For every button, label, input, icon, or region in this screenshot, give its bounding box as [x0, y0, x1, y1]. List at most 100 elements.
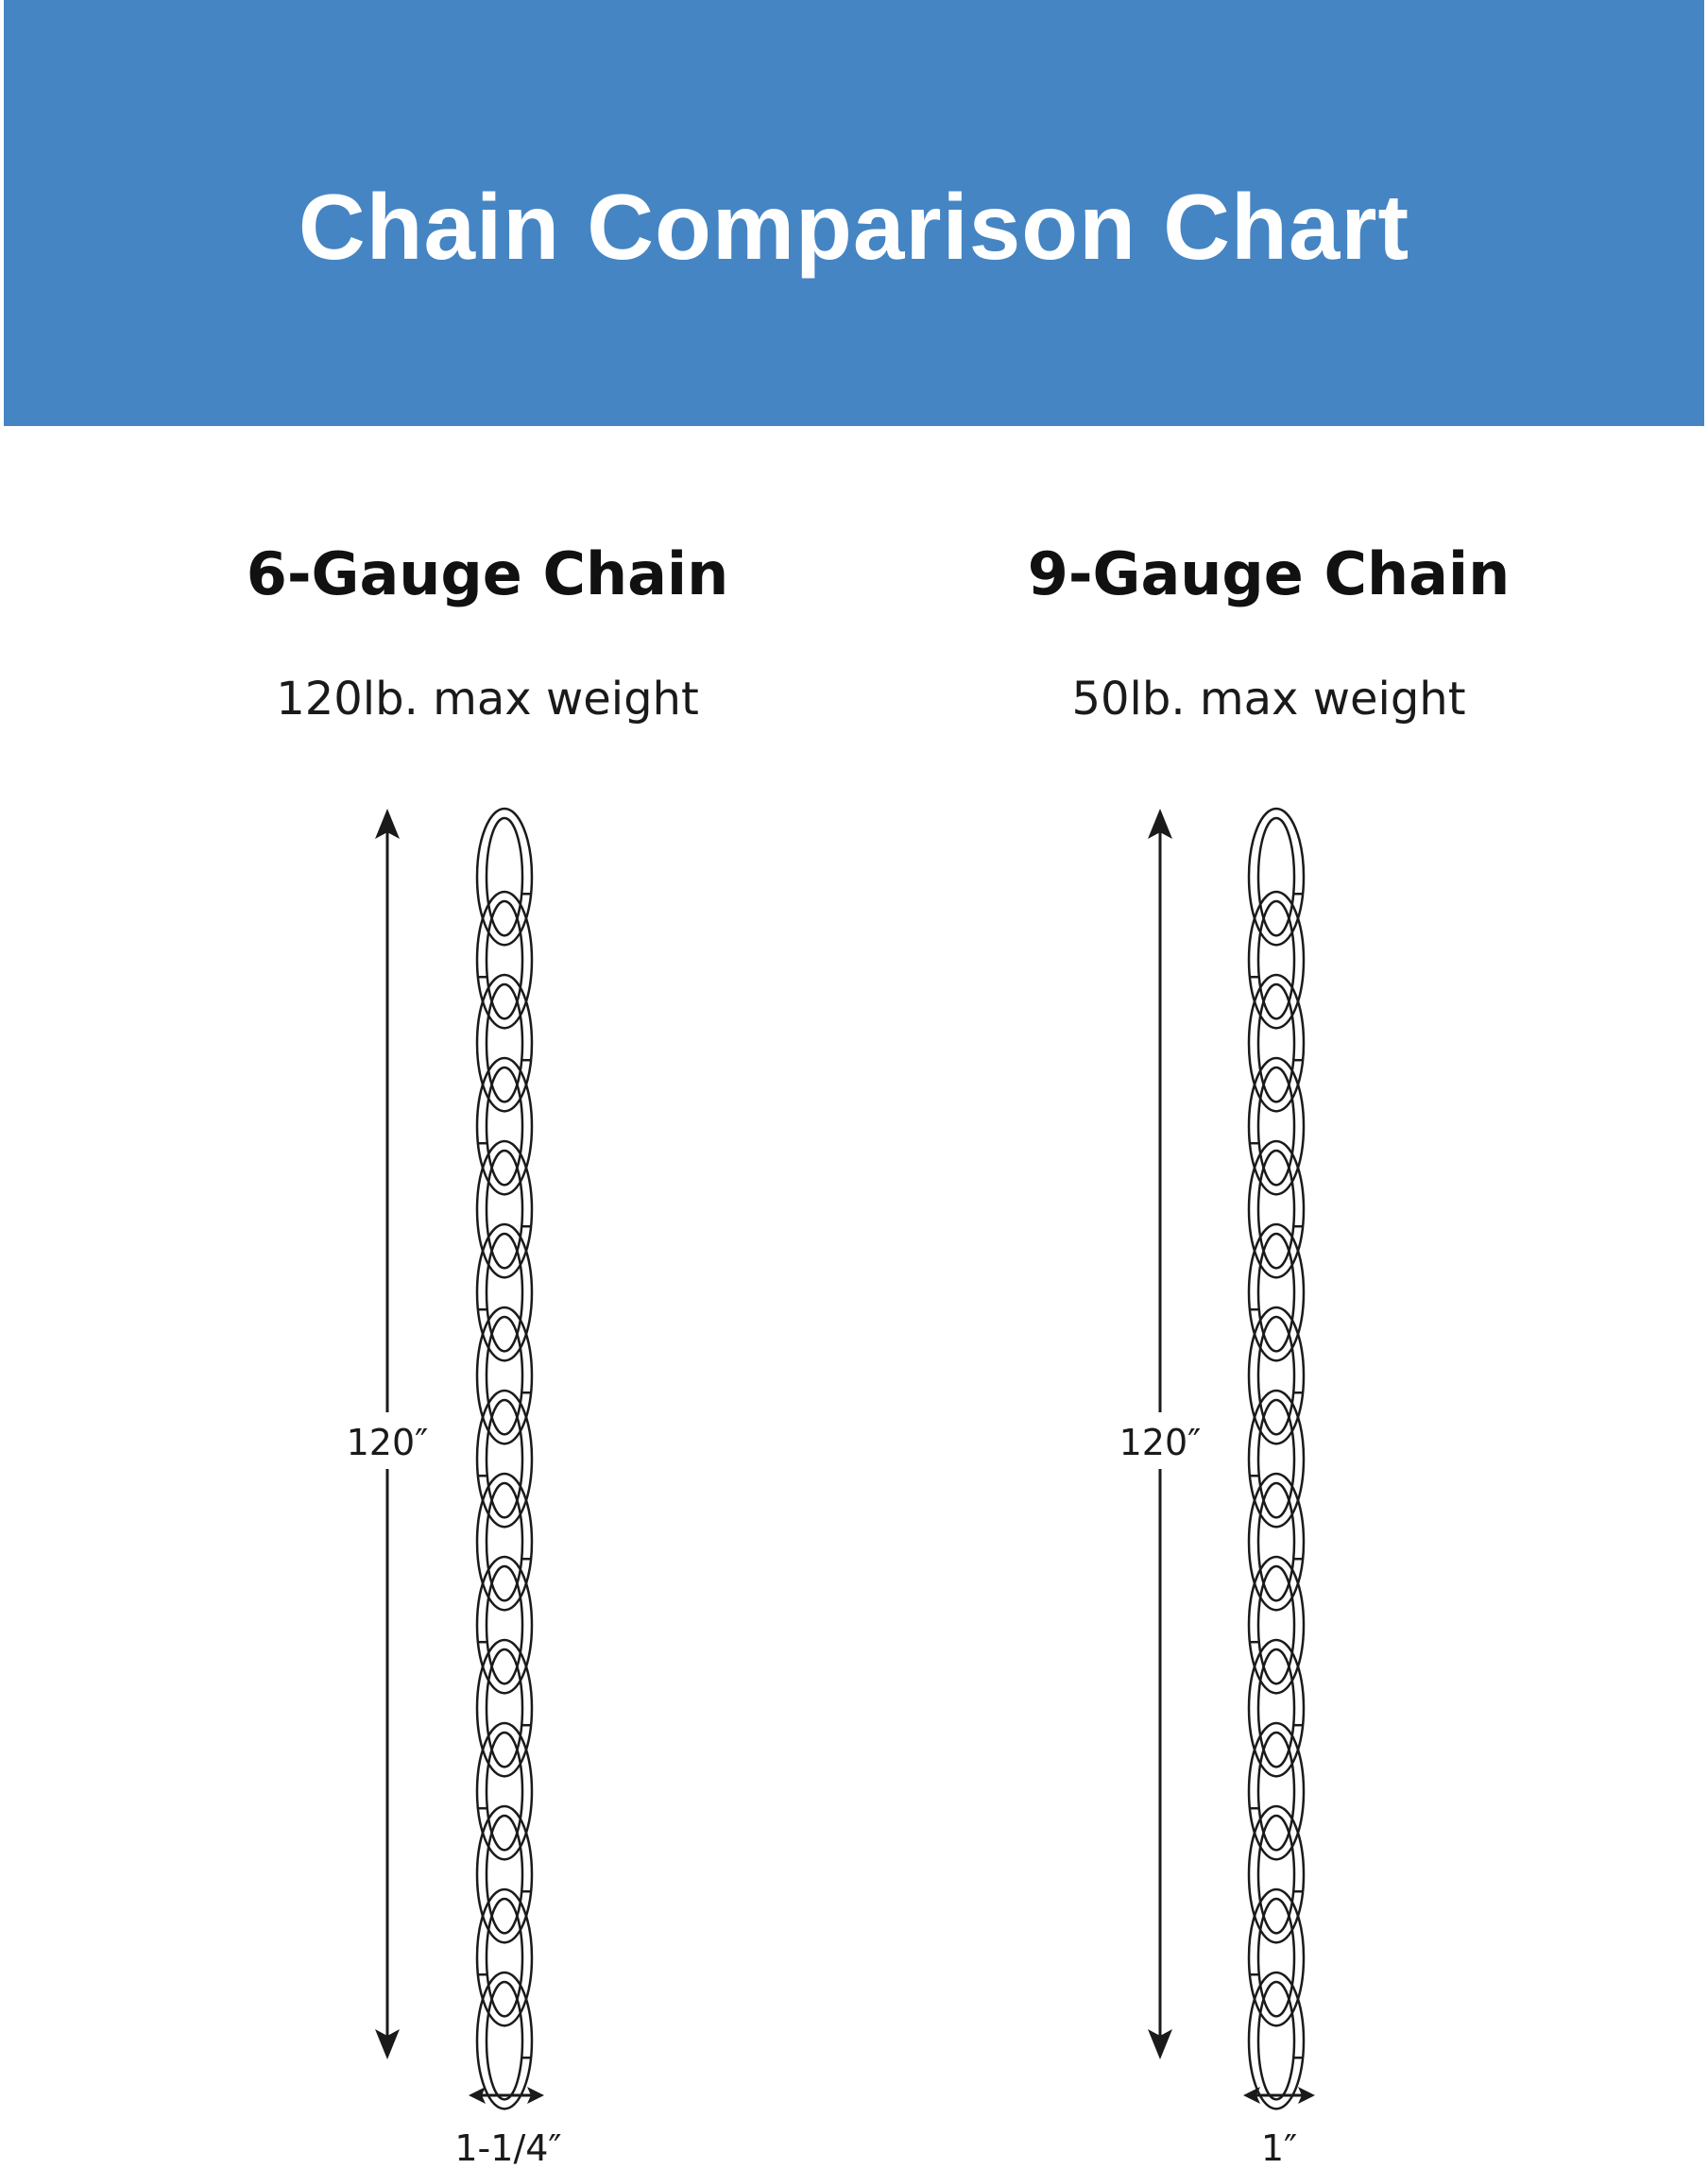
chain-link-inner — [485, 1481, 524, 1602]
arrow-left-icon — [1243, 2087, 1260, 2104]
chain-link-outer — [475, 973, 534, 1113]
chain-link — [1247, 1971, 1306, 2110]
chain-link-inner — [485, 1564, 524, 1685]
chain-link — [475, 973, 534, 1113]
chain-link-outer — [1247, 807, 1306, 947]
chain-link-outer — [1247, 1222, 1306, 1362]
chain-link — [475, 1139, 534, 1279]
chain-link-outer — [1247, 1887, 1306, 2027]
chain-link-inner — [485, 1980, 524, 2101]
chain-link-outer — [1247, 1721, 1306, 1861]
arrow-up-icon — [375, 809, 400, 839]
chain-link — [475, 1056, 534, 1196]
chain-link-outer — [475, 1139, 534, 1279]
chain-link-outer — [475, 1804, 534, 1944]
chain-link-outer — [1247, 1056, 1306, 1196]
chain-link — [475, 807, 534, 947]
chain-link-outer — [475, 1555, 534, 1695]
chain-link-inner — [485, 1648, 524, 1768]
chain-link — [475, 1306, 534, 1445]
chain-link-inner — [1256, 1648, 1296, 1768]
page-title: Chain Comparison Chart — [298, 175, 1410, 279]
chain-link-outer — [1247, 1306, 1306, 1445]
arrow-up-icon — [1148, 809, 1172, 839]
chain-link — [1247, 1306, 1306, 1445]
chain-link-inner — [485, 1731, 524, 1852]
chain-link-inner — [485, 1066, 524, 1187]
chain-link-outer — [1247, 1638, 1306, 1778]
chain-6-gauge-weight: 120lb. max weight — [276, 673, 699, 726]
chain-6-gauge-width-dimension: 1-1/4″ — [454, 2087, 562, 2169]
chain-link-outer — [1247, 1389, 1306, 1529]
chain-link-outer — [1247, 1971, 1306, 2110]
chain-link-inner — [485, 899, 524, 1020]
arrow-down-icon — [1148, 2029, 1172, 2059]
chain-link-inner — [1256, 1897, 1296, 2018]
chain-link-outer — [475, 1638, 534, 1778]
arrow-right-icon — [527, 2087, 544, 2104]
chain-link — [1247, 1472, 1306, 1612]
chain-link-outer — [475, 1389, 534, 1529]
chain-link-outer — [475, 1472, 534, 1612]
chain-link-inner — [1256, 1066, 1296, 1187]
chain-link — [1247, 807, 1306, 947]
chain-link-inner — [1256, 1564, 1296, 1685]
chain-link — [1247, 1139, 1306, 1279]
chain-9-gauge-length-label: 120″ — [1119, 1422, 1202, 1463]
chain-9-gauge-width-label: 1″ — [1261, 2127, 1297, 2169]
chain-link — [475, 1721, 534, 1861]
chain-link-outer — [475, 1222, 534, 1362]
chain-link-inner — [485, 982, 524, 1103]
chain-link-inner — [1256, 1315, 1296, 1436]
chain-9-gauge-title: 9-Gauge Chain — [1027, 539, 1511, 608]
chain-6-gauge-width-label: 1-1/4″ — [454, 2127, 561, 2169]
chain-9-gauge-links — [1247, 807, 1306, 2110]
chain-link — [1247, 1555, 1306, 1695]
chain-link-inner — [1256, 1731, 1296, 1852]
length-label-bg — [1115, 1412, 1207, 1469]
chain-9-gauge-length-dimension: 120″ — [1115, 809, 1207, 2059]
chain-link-outer — [1247, 973, 1306, 1113]
chain-link — [1247, 1804, 1306, 1944]
chain-link-inner — [1256, 982, 1296, 1103]
chain-link-outer — [475, 1887, 534, 2027]
header-banner: Chain Comparison Chart — [4, 0, 1704, 426]
chain-link-outer — [475, 890, 534, 1030]
chain-link-inner — [1256, 1481, 1296, 1602]
chain-9-gauge-width-dimension: 1″ — [1243, 2087, 1315, 2169]
chain-link — [475, 1222, 534, 1362]
chain-link-outer — [1247, 890, 1306, 1030]
chain-link-inner — [1256, 1980, 1296, 2101]
chain-link-outer — [1247, 1472, 1306, 1612]
chain-6-gauge-length-dimension: 120″ — [342, 809, 435, 2059]
chain-9-gauge-weight: 50lb. max weight — [1071, 673, 1466, 726]
chain-link — [475, 1389, 534, 1529]
chain-link — [475, 1472, 534, 1612]
chain-link-inner — [1256, 1149, 1296, 1270]
chain-6-gauge-title: 6-Gauge Chain — [246, 539, 729, 608]
chain-link-inner — [485, 1398, 524, 1519]
chain-link — [1247, 1222, 1306, 1362]
arrow-right-icon — [1298, 2087, 1315, 2104]
chain-link — [1247, 1056, 1306, 1196]
chain-link-inner — [485, 1149, 524, 1270]
chain-link-inner — [485, 1232, 524, 1353]
chain-link — [1247, 1389, 1306, 1529]
chain-link — [1247, 1887, 1306, 2027]
chain-link-inner — [485, 816, 524, 937]
chain-link-inner — [485, 1897, 524, 2018]
chain-link — [1247, 1638, 1306, 1778]
chain-link-outer — [1247, 1555, 1306, 1695]
chain-6-gauge-length-label: 120″ — [347, 1422, 429, 1463]
chain-link — [1247, 1721, 1306, 1861]
chain-link-outer — [1247, 1139, 1306, 1279]
chain-link — [475, 890, 534, 1030]
chain-link — [475, 1638, 534, 1778]
chain-link-outer — [475, 1056, 534, 1196]
length-label-bg — [342, 1412, 435, 1469]
chain-link — [475, 1887, 534, 2027]
chain-link-inner — [1256, 1232, 1296, 1353]
chain-link-inner — [485, 1814, 524, 1935]
chain-link — [475, 1555, 534, 1695]
